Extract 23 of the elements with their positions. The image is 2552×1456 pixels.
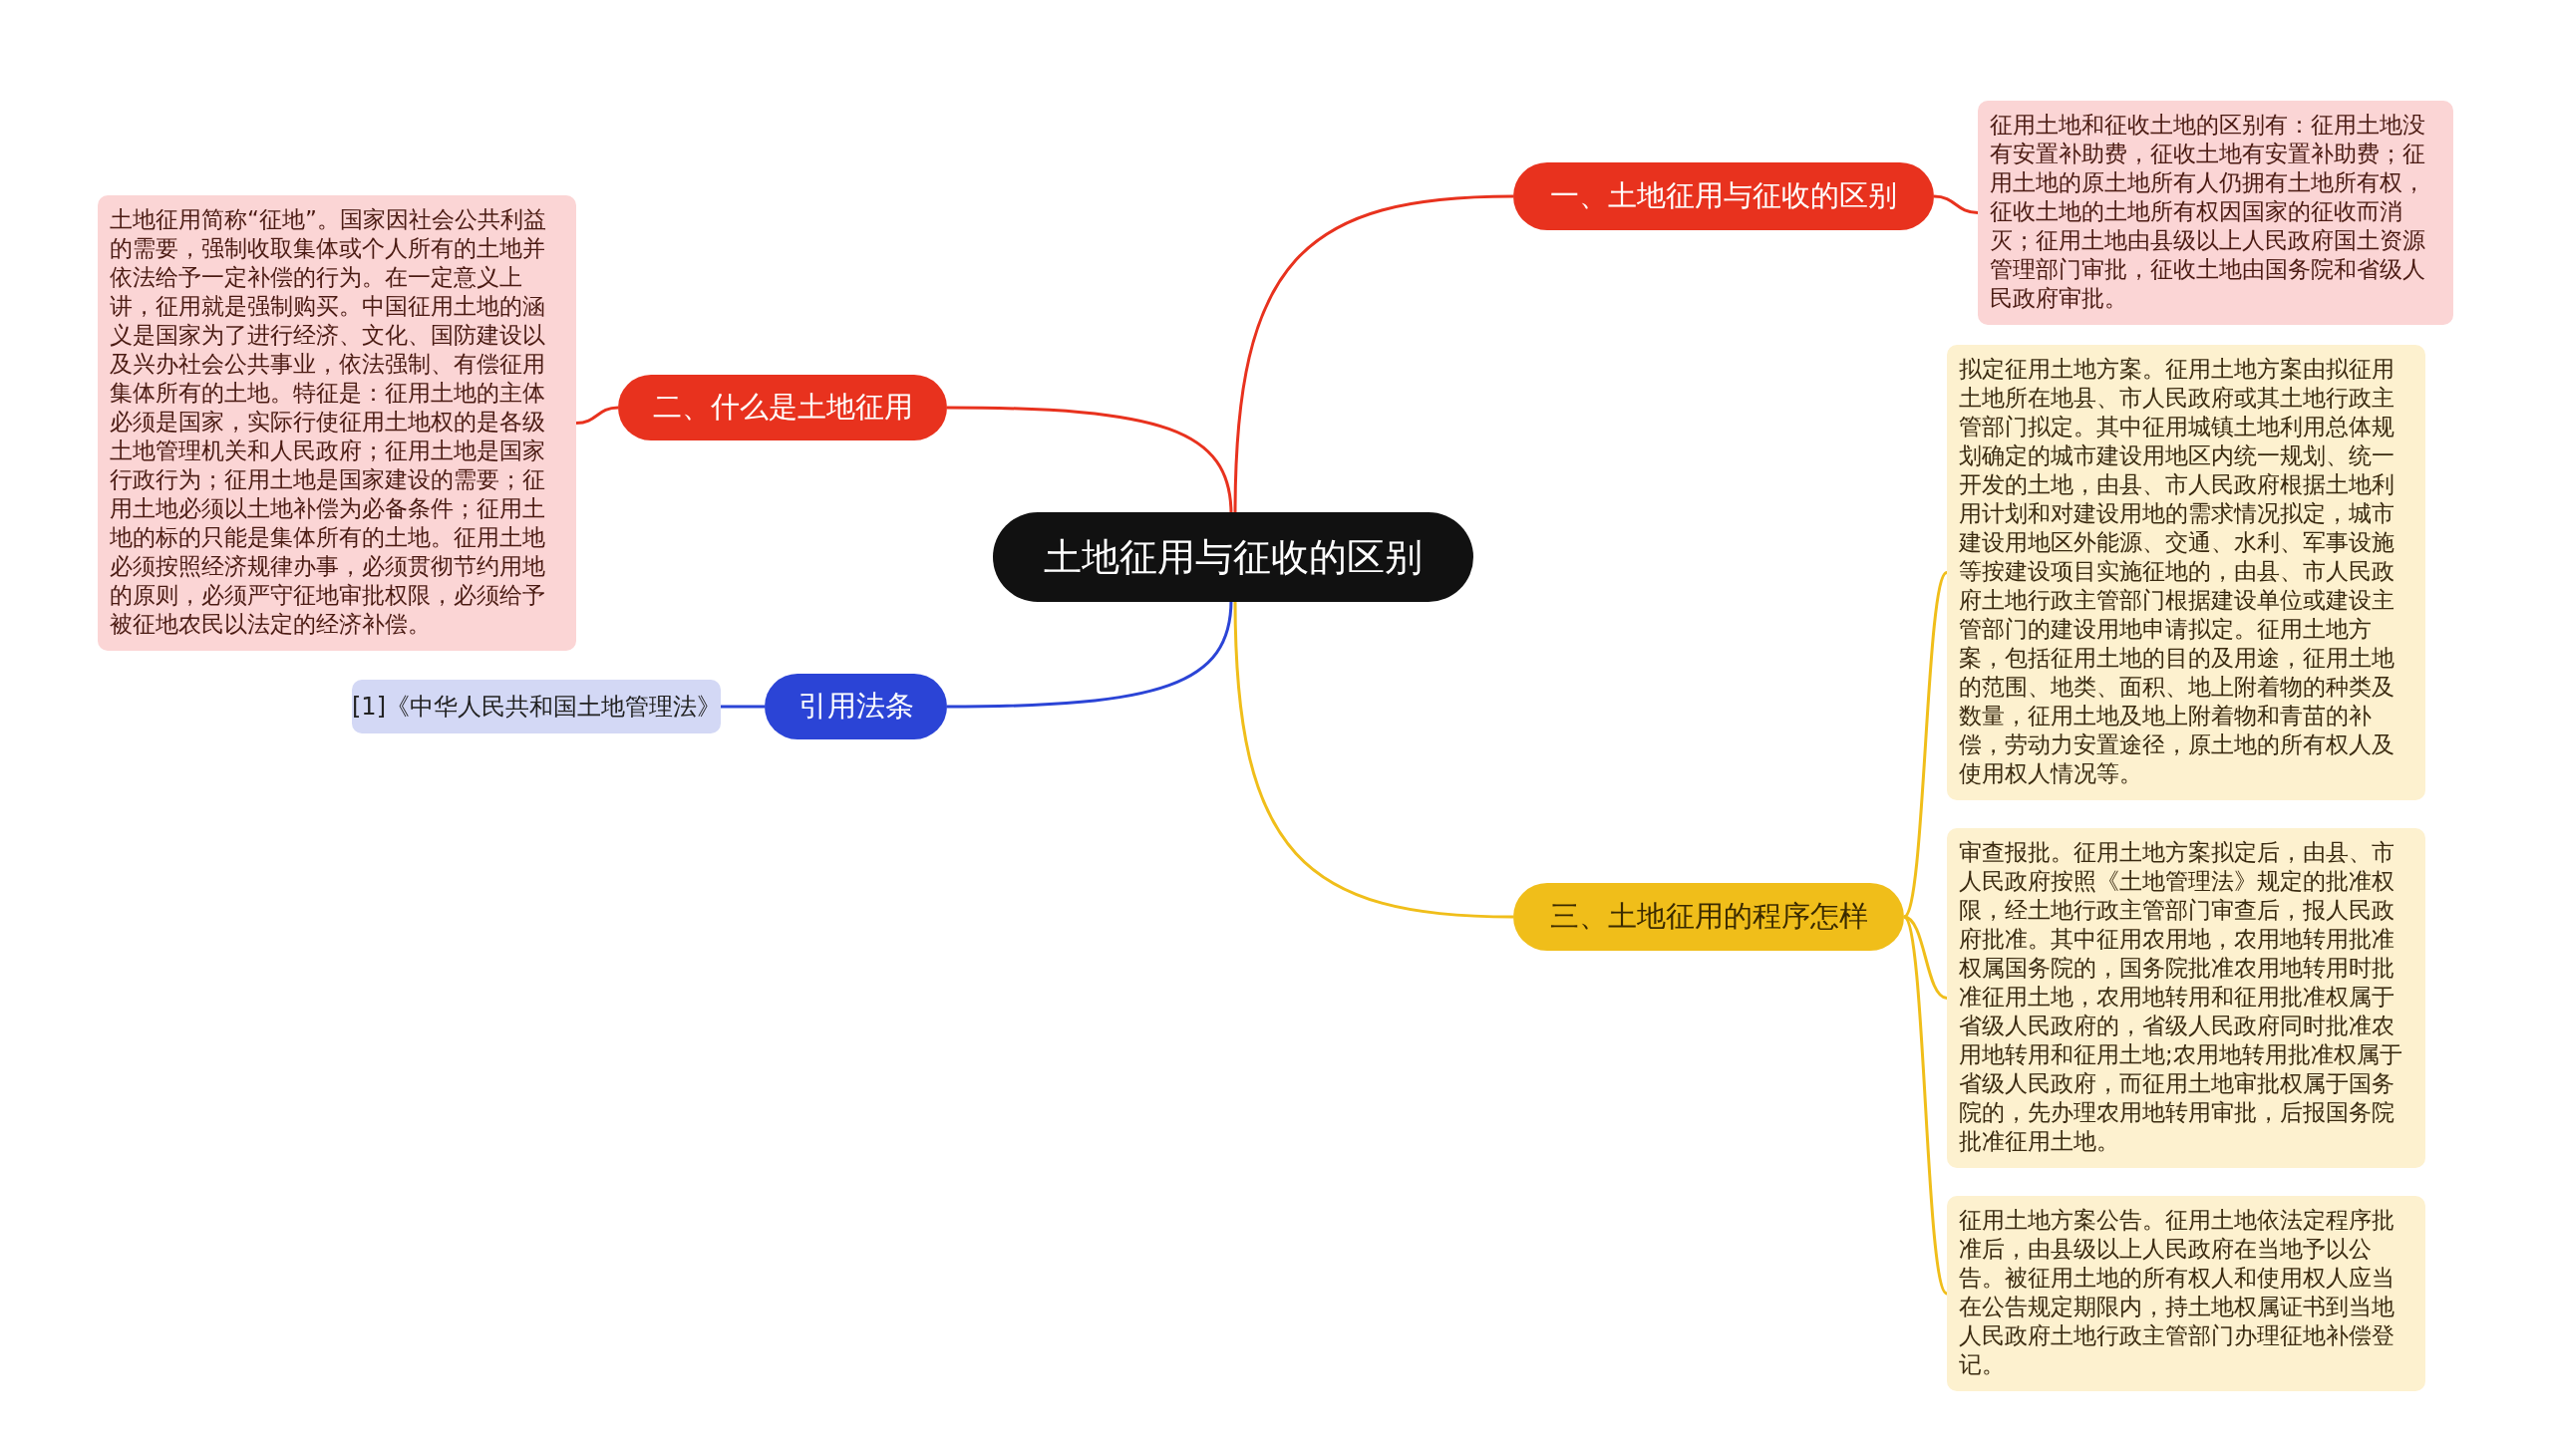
note-card [1978,101,2453,325]
reference-text: [1]《中华人民共和国土地管理法》 [352,692,721,723]
connector-line [947,406,1233,515]
note-text: 拟定征用土地方案。征用土地方案由拟征用土地所在地县、市人民政府或其土地行政主管部门拟定。其中征用城镇土地利用总体规划确定的城市建设用地区内统一规划、统一开发的土地，由县、市人民政府根据土地利用计划和对建设用地的需求情况拟定，城市建设用地区外能源、交通、水利、军事设施等按建设项目实施征地的，由县、市人民政府土地行政主管部门根据建设单位或建设主管部门的建设用地申请拟定。征用土地方案，包括征用土地的目的及用途，征用土地的范围、地类、面积、地上附着物的种类及数量，征用土地及地上附着物和青苗的补偿，劳动力安置途径，原土地的所有权人及使用权人情况等。 [1959,355,2395,788]
connector-line [1902,916,1949,1295]
note-card [1947,1196,2425,1391]
connector-line [1233,194,1514,515]
reference-card [352,680,721,733]
note-text: 征用土地和征收土地的区别有：征用土地没有安置补助费，征收土地有安置补助费；征用土地的原土地所有人仍拥有土地所有权，征收土地的土地所有权因国家的征收而消灭；征用土地由县级以上人民政府国土资源管理部门审批，征收土地由国务院和省级人民政府审批。 [1990,111,2426,313]
note-text: 征用土地方案公告。征用土地依法定程序批准后，由县级以上人民政府在当地予以公告。被征用土地的所有权人和使用权人应当在公告规定期限内，持土地权属证书到当地人民政府土地行政主管部门办理征地补偿登记。 [1959,1206,2395,1379]
connector-line [947,599,1233,709]
topic-label: 引用法条 [798,688,914,725]
connector-line [1902,571,1949,918]
note-text: 土地征用简称“征地”。国家因社会公共利益的需要，强制收取集体或个人所有的土地并依法给予一定补偿的行为。在一定意义上讲，征用就是强制购买。中国征用土地的涵义是国家为了进行经济、文化、国防建设以及兴办社会公共事业，依法强制、有偿征用集体所有的土地。特征是：征用土地的主体必须是国家，实际行使征用土地权的是各级土地管理机关和人民政府；征用土地是国家行政行为；征用土地是国家建设的需要；征用土地必须以土地补偿为必备条件；征用土地的标的只能是集体所有的土地。征用土地必须按照经济规律办事，必须贯彻节约用地的原则，必须严守征地审批权限，必须给予被征地农民以法定的经济补偿。 [110,205,547,639]
connector-line [1233,599,1514,919]
topic-title: 土地征用与征收的区别 [1044,533,1423,581]
connector-line [1933,194,1979,214]
connector-line [721,705,765,709]
note-text: 审查报批。征用土地方案拟定后，由县、市人民政府按照《土地管理法》规定的批准权限，经土地行政主管部门审查后，报人民政府批准。其中征用农用地，农用地转用批准权属国务院的，国务院批准农用地转用时批准征用土地，农用地转用和征用批准权属于省级人民政府的，省级人民政府同时批准农用地转用和征用土地;农用地转用批准权属于省级人民政府，而征用土地审批权属于国务院的，先办理农用地转用审批，后报国务院批准征用土地。 [1959,838,2403,1156]
connector-line [575,406,619,425]
topic-label: 二、什么是土地征用 [652,389,913,426]
topic-label: 三、土地征用的程序怎样 [1549,898,1868,935]
topic-label: 一、土地征用与征收的区别 [1550,177,1897,214]
